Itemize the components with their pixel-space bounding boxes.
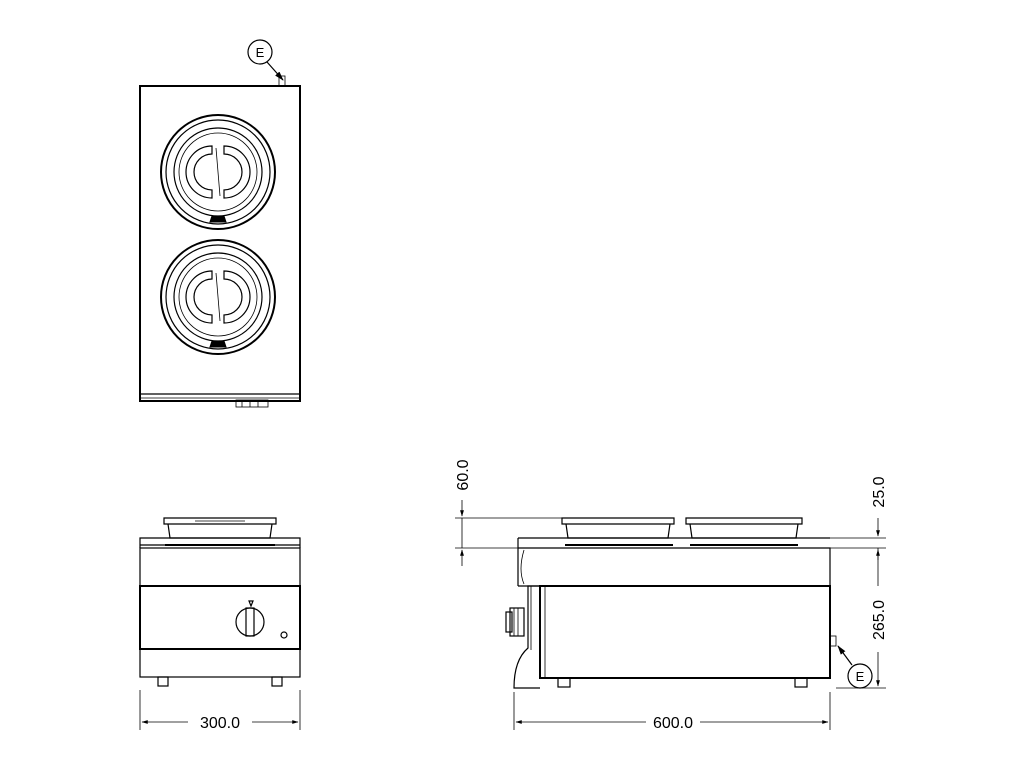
side-knob[interactable] xyxy=(505,607,525,637)
dim-body-height: 265.0 xyxy=(871,600,888,640)
drain-icon xyxy=(209,215,227,223)
connector-top-icon xyxy=(278,75,286,87)
foot xyxy=(557,677,571,688)
knob-indicator-icon xyxy=(248,600,254,608)
control-knob[interactable] xyxy=(235,600,265,637)
indicator-light xyxy=(280,631,288,639)
top-body xyxy=(139,85,301,402)
side-view: E 600.0 60.0 25.0 265.0 xyxy=(455,459,888,732)
dim-top-height: 60.0 xyxy=(455,459,472,490)
callout-e-top-label: E xyxy=(256,45,265,60)
drain-icon xyxy=(209,340,227,348)
dim-front-width: 300.0 xyxy=(200,715,240,732)
well-2 xyxy=(160,239,276,355)
callout-e-side: E xyxy=(837,645,873,689)
lid-handle-right xyxy=(223,145,251,199)
foot xyxy=(794,677,808,688)
dim-lid-height: 25.0 xyxy=(871,476,888,507)
callout-e-top: E xyxy=(247,39,284,81)
callout-e-side-label: E xyxy=(856,669,865,684)
top-view: E xyxy=(139,39,301,408)
knob-stub-icon xyxy=(235,399,269,408)
foot xyxy=(271,676,283,687)
dim-side-width: 600.0 xyxy=(653,715,693,732)
well-1 xyxy=(160,114,276,230)
lid-handle-left xyxy=(185,145,213,199)
connector-side-icon xyxy=(829,635,837,647)
front-view: 300.0 xyxy=(139,517,301,732)
foot xyxy=(157,676,169,687)
